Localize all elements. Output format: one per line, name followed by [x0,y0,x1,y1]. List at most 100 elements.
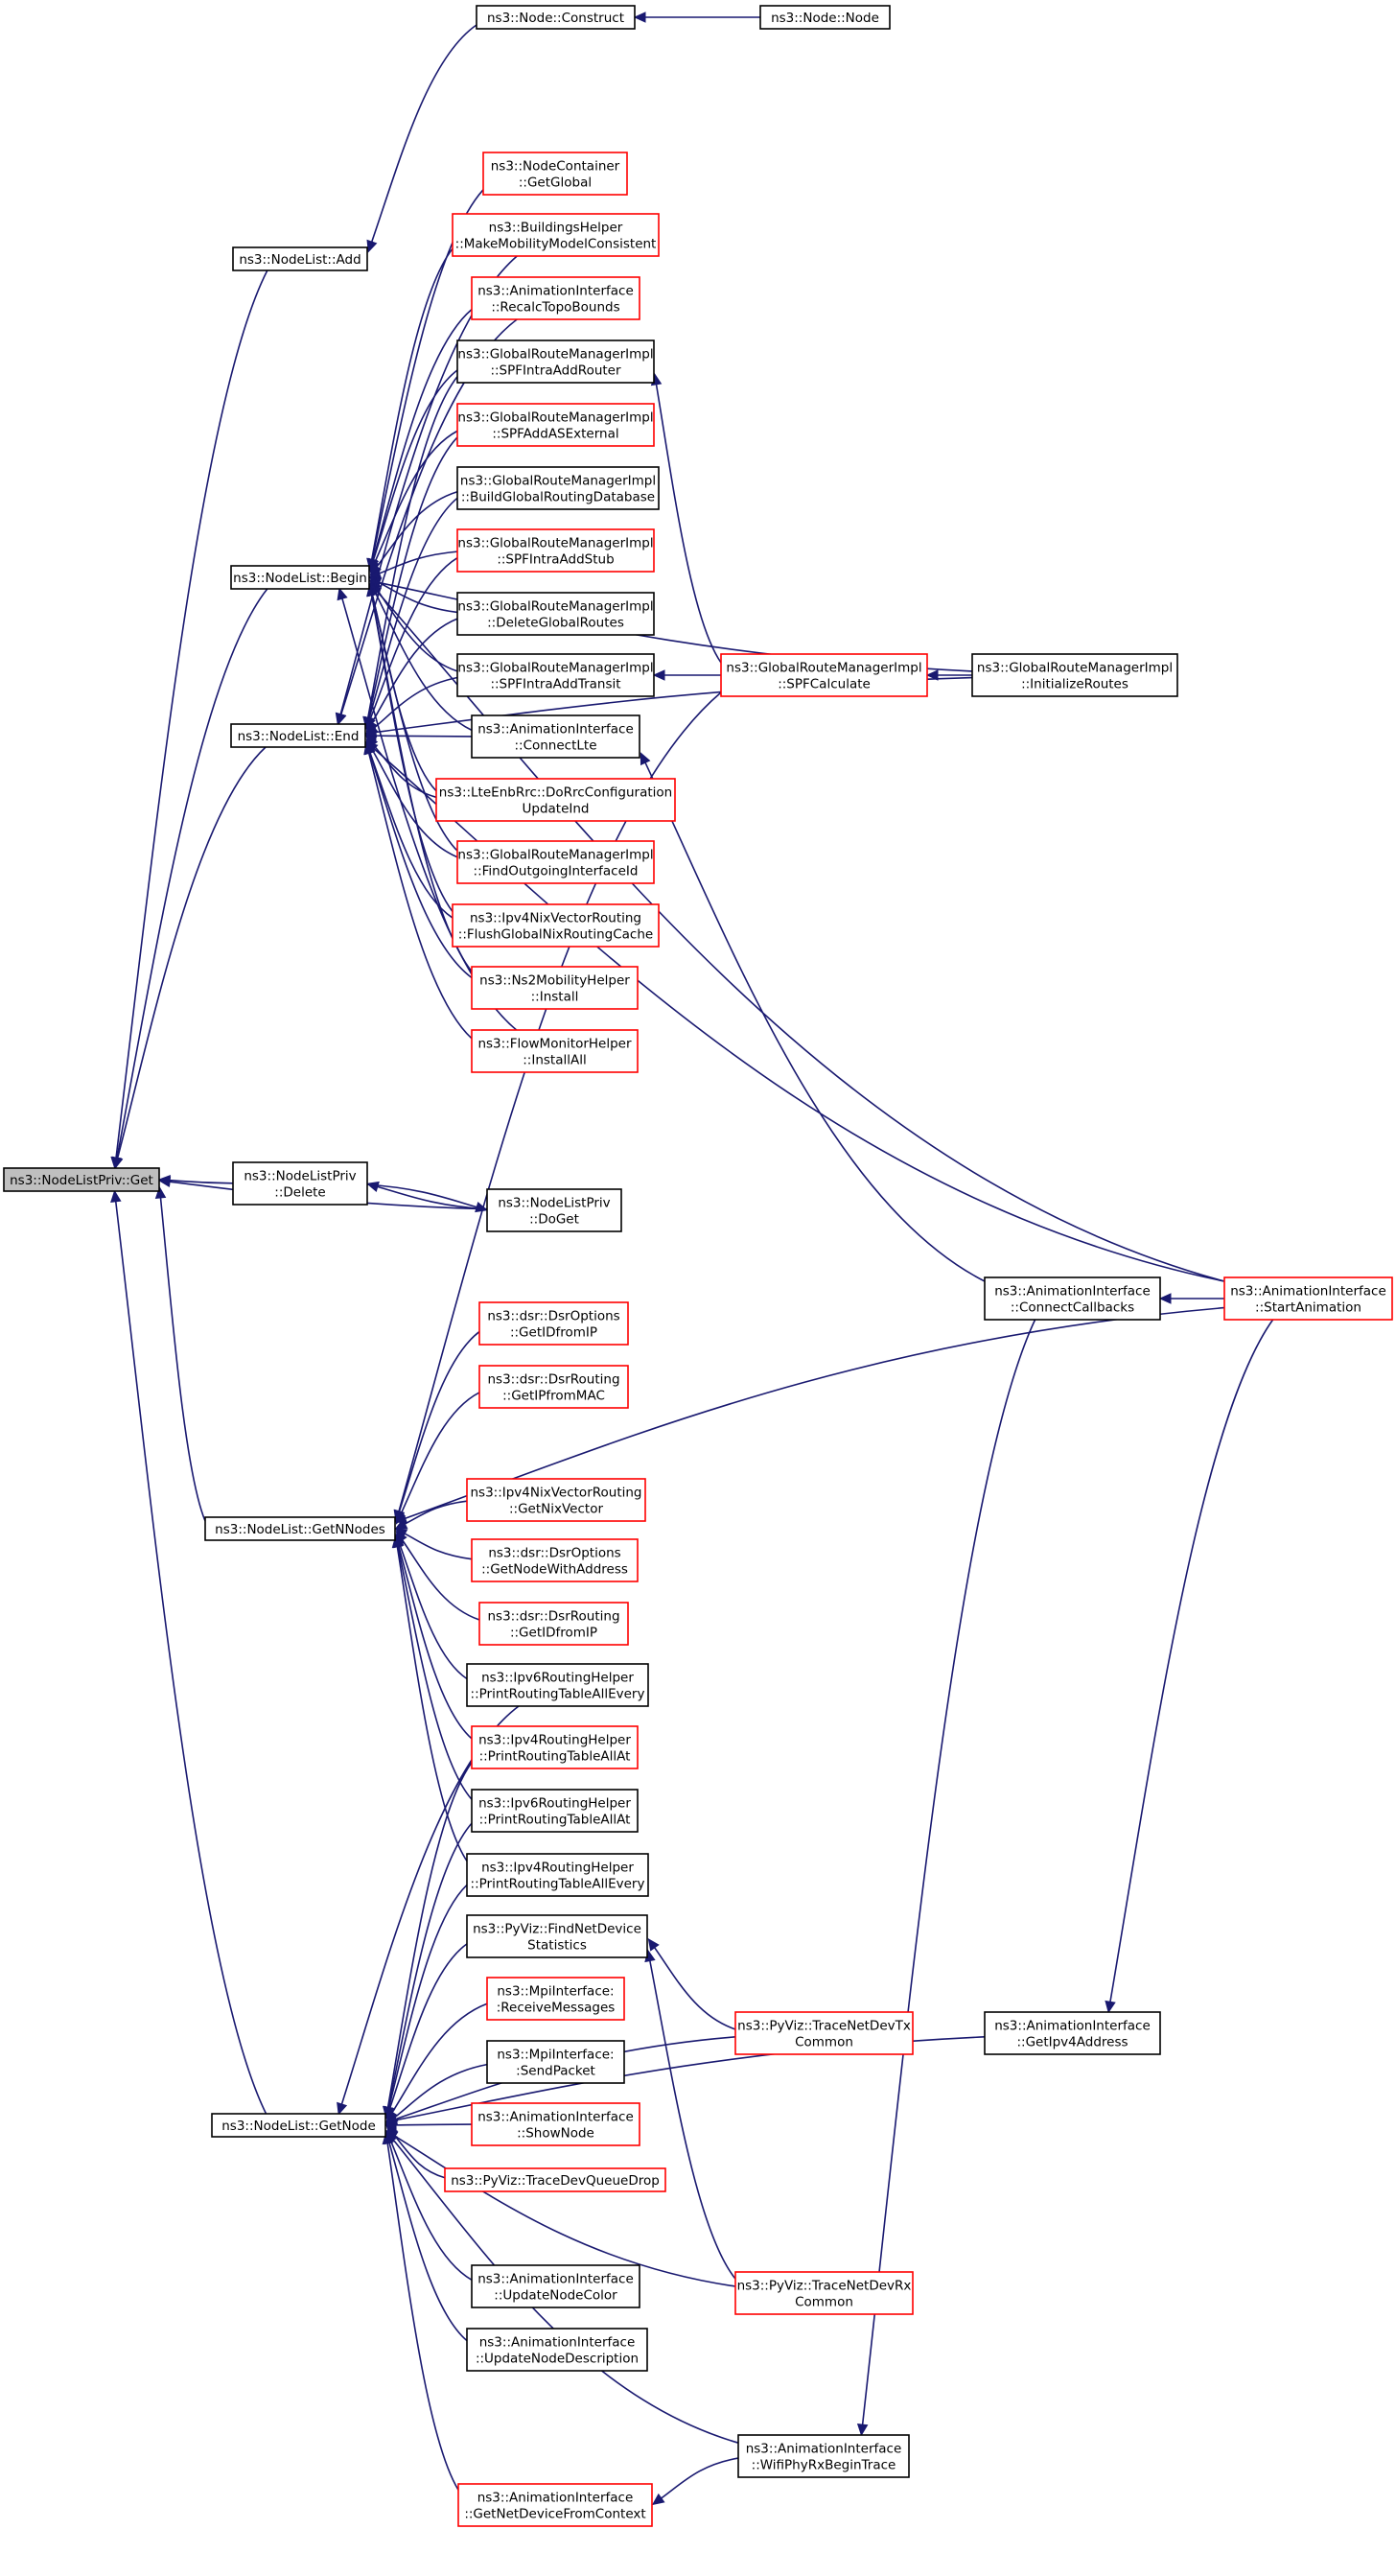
graph-node-anim-shownode[interactable]: ns3::AnimationInterface::ShowNode [471,2102,640,2146]
node-box[interactable] [471,1538,639,1582]
node-box[interactable] [444,2167,666,2192]
node-box[interactable] [737,2434,910,2478]
node-box[interactable] [211,2113,386,2138]
node-box[interactable] [759,5,891,30]
node-box[interactable] [471,2102,640,2146]
node-box[interactable] [1223,1276,1393,1321]
node-box[interactable] [456,653,655,697]
node-box[interactable] [466,1914,648,1958]
graph-node-nodelist-end[interactable]: ns3::NodeList::End [230,723,366,748]
graph-node-root[interactable]: ns3::NodeListPriv::Get [3,1167,160,1192]
graph-node-grm-spfaddasexternal[interactable]: ns3::GlobalRouteManagerImpl::SPFAddASExt… [456,403,655,447]
graph-node-anim-getipv4address[interactable]: ns3::AnimationInterface::GetIpv4Address [984,2011,1161,2055]
node-box[interactable] [230,565,370,590]
node-box[interactable] [471,1725,639,1769]
node-box[interactable] [3,1167,160,1192]
graph-node-dsropt-getidfromip[interactable]: ns3::dsr::DsrOptions::GetIDfromIP [478,1301,629,1346]
node-box[interactable] [466,1478,646,1522]
node-box[interactable] [486,2040,625,2084]
node-box[interactable] [435,778,676,822]
graph-node-anim-wifiphyrxbegintrace[interactable]: ns3::AnimationInterface::WifiPhyRxBeginT… [737,2434,910,2478]
node-box[interactable] [452,213,660,257]
graph-node-grm-initializeroutes[interactable]: ns3::GlobalRouteManagerImpl::InitializeR… [971,653,1178,697]
node-box[interactable] [456,466,660,510]
node-box[interactable] [971,653,1178,697]
graph-node-grm-spfintraaddstub[interactable]: ns3::GlobalRouteManagerImpl::SPFIntraAdd… [456,528,655,573]
node-box[interactable] [720,653,928,697]
graph-node-dsropt-getnodewithaddress[interactable]: ns3::dsr::DsrOptions::GetNodeWithAddress [471,1538,639,1582]
graph-node-nodecontainer-getglobal[interactable]: ns3::NodeContainer::GetGlobal [482,152,628,196]
graph-node-nlp-doget[interactable]: ns3::NodeListPriv::DoGet [486,1188,622,1232]
node-box[interactable] [482,152,628,196]
graph-node-grm-spfcalculate[interactable]: ns3::GlobalRouteManagerImpl::SPFCalculat… [720,653,928,697]
node-box[interactable] [476,5,636,30]
graph-node-anim-updatenodecolor[interactable]: ns3::AnimationInterface::UpdateNodeColor [471,2264,640,2308]
node-box[interactable] [230,723,366,748]
graph-node-flowmonitor-installall[interactable]: ns3::FlowMonitorHelper::InstallAll [471,1029,639,1073]
graph-node-mpi-sendpacket[interactable]: ns3::MpiInterface::SendPacket [486,2040,625,2084]
node-box[interactable] [471,2264,640,2308]
node-box[interactable] [471,714,640,759]
graph-node-ipv6rh-printallevery[interactable]: ns3::Ipv6RoutingHelper::PrintRoutingTabl… [466,1663,649,1707]
node-box[interactable] [204,1516,396,1541]
graph-node-pyviz-tracedevqueuedrop[interactable]: ns3::PyViz::TraceDevQueueDrop [444,2167,666,2192]
node-box[interactable] [452,903,660,948]
node-box[interactable] [456,592,655,636]
graph-node-mpi-receivemessages[interactable]: ns3::MpiInterface::ReceiveMessages [486,1977,625,2021]
node-box[interactable] [456,403,655,447]
graph-node-nodelist-add[interactable]: ns3::NodeList::Add [232,246,368,271]
graph-node-anim-updatenodedescription[interactable]: ns3::AnimationInterface::UpdateNodeDescr… [466,2328,648,2372]
node-box[interactable] [486,1188,622,1232]
node-box[interactable] [466,1663,649,1707]
graph-node-anim-recalc[interactable]: ns3::AnimationInterface::RecalcTopoBound… [471,276,640,320]
node-box[interactable] [457,2483,653,2527]
graph-node-ipv6rh-printallat[interactable]: ns3::Ipv6RoutingHelper::PrintRoutingTabl… [471,1789,639,1833]
graph-node-nodelist-getnnodes[interactable]: ns3::NodeList::GetNNodes [204,1516,396,1541]
graph-node-grm-deleteglobal[interactable]: ns3::GlobalRouteManagerImpl::DeleteGloba… [456,592,655,636]
graph-node-node-construct[interactable]: ns3::Node::Construct [476,5,636,30]
graph-node-node-node[interactable]: ns3::Node::Node [759,5,891,30]
node-box[interactable] [984,2011,1161,2055]
node-box[interactable] [478,1365,629,1409]
node-box[interactable] [486,1977,625,2021]
graph-node-nodelist-getnode[interactable]: ns3::NodeList::GetNode [211,2113,386,2138]
graph-node-anim-getnetdevicefromcontext[interactable]: ns3::AnimationInterface::GetNetDeviceFro… [457,2483,653,2527]
graph-node-lte-dorrc[interactable]: ns3::LteEnbRrc::DoRrcConfigurationUpdate… [435,778,676,822]
node-box[interactable] [466,1853,649,1897]
graph-node-ipv4rh-printallat[interactable]: ns3::Ipv4RoutingHelper::PrintRoutingTabl… [471,1725,639,1769]
graph-node-grm-findoutgoing[interactable]: ns3::GlobalRouteManagerImpl::FindOutgoin… [456,840,655,884]
graph-node-anim-connectcallbacks[interactable]: ns3::AnimationInterface::ConnectCallback… [984,1276,1161,1321]
graph-node-anim-connectlte[interactable]: ns3::AnimationInterface::ConnectLte [471,714,640,759]
node-box[interactable] [478,1301,629,1346]
node-box[interactable] [984,1276,1161,1321]
node-box[interactable] [232,1161,368,1206]
graph-node-anim-startanimation[interactable]: ns3::AnimationInterface::StartAnimation [1223,1276,1393,1321]
node-box[interactable] [471,1029,639,1073]
graph-node-grm-spfintraaddrouter[interactable]: ns3::GlobalRouteManagerImpl::SPFIntraAdd… [456,340,655,384]
node-box[interactable] [734,2011,914,2055]
graph-node-grm-spfintraaddtransit[interactable]: ns3::GlobalRouteManagerImpl::SPFIntraAdd… [456,653,655,697]
graph-node-ipv4nix-flush[interactable]: ns3::Ipv4NixVectorRouting::FlushGlobalNi… [452,903,660,948]
graph-node-dsrrouting-getidfromip[interactable]: ns3::dsr::DsrRouting::GetIDfromIP [478,1602,629,1646]
node-box[interactable] [471,1789,639,1833]
node-box[interactable] [466,2328,648,2372]
graph-node-nlp-delete[interactable]: ns3::NodeListPriv::Delete [232,1161,368,1206]
graph-node-ns2mobility-install[interactable]: ns3::Ns2MobilityHelper::Install [471,966,639,1010]
graph-node-nodelist-begin[interactable]: ns3::NodeList::Begin [230,565,370,590]
graph-node-buildings-makemobility[interactable]: ns3::BuildingsHelper::MakeMobilityModelC… [452,213,660,257]
node-box[interactable] [456,340,655,384]
node-box[interactable] [456,840,655,884]
node-box[interactable] [478,1602,629,1646]
node-box[interactable] [232,246,368,271]
node-box[interactable] [734,2271,914,2315]
node-box[interactable] [471,276,640,320]
node-box[interactable] [471,966,639,1010]
node-box[interactable] [456,528,655,573]
graph-node-dsrrouting-getipfrommac[interactable]: ns3::dsr::DsrRouting::GetIPfromMAC [478,1365,629,1409]
graph-node-grm-buildglobal[interactable]: ns3::GlobalRouteManagerImpl::BuildGlobal… [456,466,660,510]
graph-node-ipv4rh-printallevery[interactable]: ns3::Ipv4RoutingHelper::PrintRoutingTabl… [466,1853,649,1897]
graph-node-ipv4nix-getnixvector[interactable]: ns3::Ipv4NixVectorRouting::GetNixVector [466,1478,646,1522]
